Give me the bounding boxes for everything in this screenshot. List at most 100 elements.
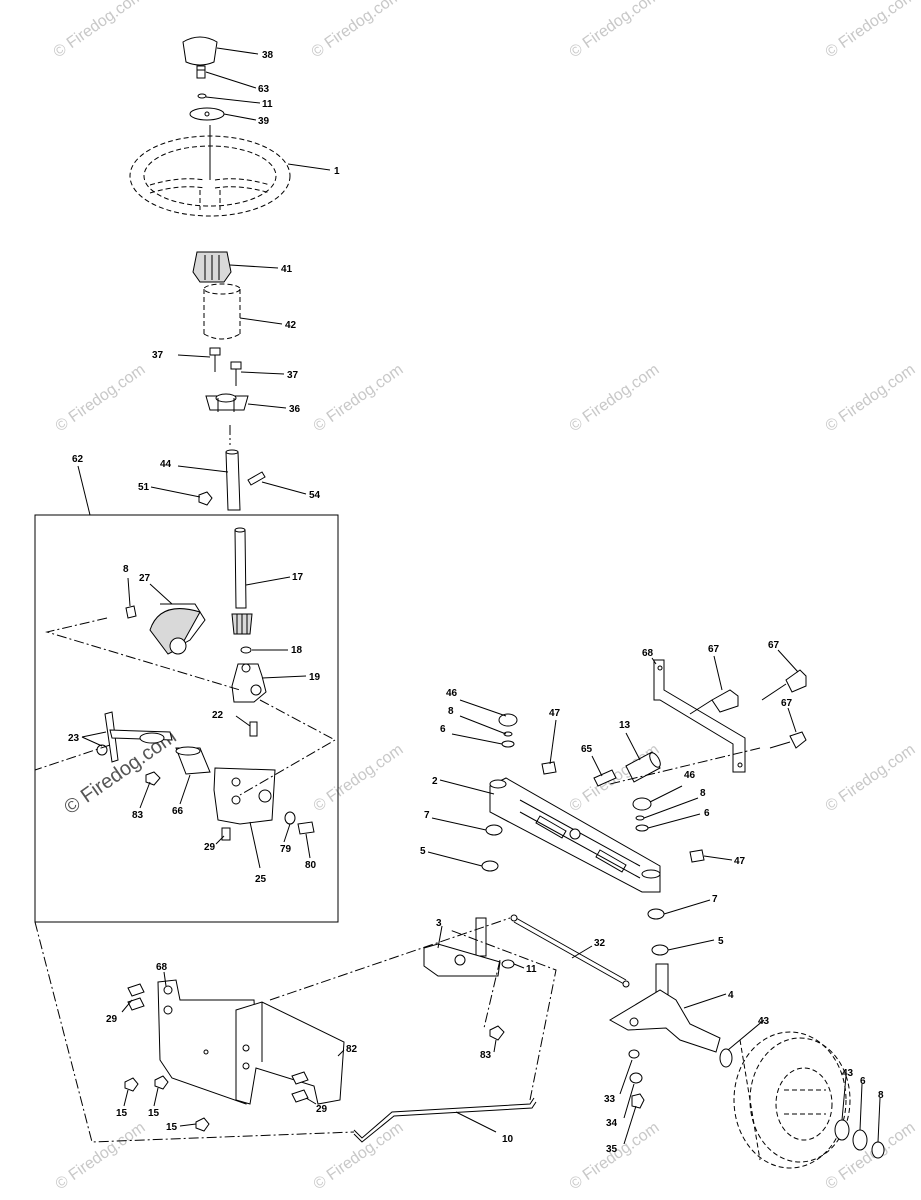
bushing-5-right [651, 944, 669, 956]
callout-leaders-right [121, 649, 881, 1145]
steering-column-tube [203, 283, 241, 340]
callout-43: 43 [758, 1016, 770, 1027]
callout-41: 41 [281, 264, 293, 275]
callout-11: 11 [526, 964, 537, 975]
clip-8-right [635, 815, 645, 821]
cap-screw [196, 65, 206, 79]
callout-44: 44 [160, 459, 172, 470]
callout-labels-right: 68 67 67 67 46 8 6 47 13 65 2 46 8 6 7 5… [106, 640, 884, 1155]
frame-bracket-82 [235, 1001, 345, 1105]
pivot-pin-65 [593, 769, 617, 787]
washer-6-wheel [852, 1129, 868, 1151]
washer-34 [629, 1072, 643, 1084]
callout-51: 51 [138, 482, 150, 493]
callout-6: 6 [704, 808, 710, 819]
callout-39: 39 [258, 116, 270, 127]
drag-link-10 [353, 1097, 537, 1143]
callout-6: 6 [860, 1076, 866, 1087]
callout-68: 68 [156, 962, 168, 973]
steering-cap [182, 36, 218, 66]
steering-spindle-4 [609, 963, 721, 1053]
callout-17: 17 [292, 572, 304, 583]
sector-gear [149, 603, 206, 655]
callout-43: 43 [842, 1068, 854, 1079]
spacer-66 [175, 746, 211, 775]
assembly-dash-lines-main [34, 747, 761, 1143]
nut-83-box [145, 771, 161, 786]
callout-7: 7 [424, 810, 430, 821]
clip-8-gear [125, 605, 137, 619]
bushing-7-right [647, 908, 665, 920]
assembly-dash-lines-box [34, 617, 337, 796]
axle-mount-bracket [653, 659, 746, 773]
washer-79 [284, 811, 296, 825]
watermark: © Firedog.com [823, 361, 919, 435]
callout-leaders-box [81, 576, 311, 869]
callout-34: 34 [606, 1118, 618, 1129]
cap-8-wheel [871, 1141, 885, 1159]
steering-wheel [129, 125, 291, 217]
callout-7: 7 [712, 894, 718, 905]
callout-13: 13 [619, 720, 631, 731]
callout-37: 37 [287, 370, 299, 381]
sub-assembly-box [34, 514, 339, 923]
callout-29: 29 [204, 842, 216, 853]
watermark: © Firedog.com [567, 361, 663, 435]
front-axle [489, 777, 661, 893]
nut-35 [631, 1093, 645, 1109]
bolt-67-b [761, 669, 807, 701]
callout-42: 42 [285, 320, 297, 331]
callout-36: 36 [289, 404, 301, 415]
callout-23: 23 [68, 733, 80, 744]
callout-15: 15 [116, 1108, 128, 1119]
callout-25: 25 [255, 874, 267, 885]
callout-4: 4 [728, 990, 734, 1001]
callout-47: 47 [734, 856, 746, 867]
bolt-67-c [769, 731, 807, 749]
washer-43-inner [719, 1048, 733, 1068]
callout-46: 46 [446, 688, 458, 699]
callout-62: 62 [72, 454, 84, 465]
callout-68: 68 [642, 648, 654, 659]
callout-33: 33 [604, 1094, 616, 1105]
bolt-80 [297, 821, 315, 835]
bolt-67-a [689, 689, 739, 715]
bolts-29-right [291, 1071, 309, 1103]
callout-35: 35 [606, 1144, 618, 1155]
callout-79: 79 [280, 844, 292, 855]
fitting-47-left [541, 761, 557, 775]
steering-arm-23 [104, 711, 173, 763]
callout-5: 5 [718, 936, 724, 947]
callout-8: 8 [448, 706, 454, 717]
callout-54: 54 [309, 490, 321, 501]
watermark: © Firedog.com [823, 741, 919, 815]
callout-38: 38 [262, 50, 274, 61]
callout-27: 27 [139, 573, 151, 584]
washer-43-outer [834, 1119, 850, 1141]
watermark: © Firedog.com [567, 0, 663, 61]
callout-83: 83 [480, 1050, 492, 1061]
bolt-54 [247, 471, 266, 486]
washer-6-left [501, 740, 515, 748]
callout-labels-upper: 38 63 11 39 1 41 42 37 37 36 44 54 51 62 [72, 50, 340, 501]
lock-washer [197, 93, 207, 99]
callout-67: 67 [781, 698, 793, 709]
callout-65: 65 [581, 744, 593, 755]
washer-6-right [635, 824, 649, 832]
cap-46-right [632, 797, 652, 811]
callout-66: 66 [172, 806, 184, 817]
callout-32: 32 [594, 938, 606, 949]
cap-46-left [498, 713, 518, 727]
column-bushing [205, 393, 249, 412]
callout-18: 18 [291, 645, 303, 656]
callout-labels-box: 17 27 8 18 19 22 23 83 66 29 79 80 25 [68, 564, 321, 885]
spindle-3 [423, 917, 501, 977]
callout-29: 29 [106, 1014, 118, 1025]
watermark: © Firedog.com [53, 361, 149, 435]
bolt-37-right [230, 361, 242, 386]
callout-5: 5 [420, 846, 426, 857]
callout-leaders-upper [77, 47, 331, 516]
callout-11: 11 [262, 99, 273, 110]
nut-51 [198, 491, 213, 506]
